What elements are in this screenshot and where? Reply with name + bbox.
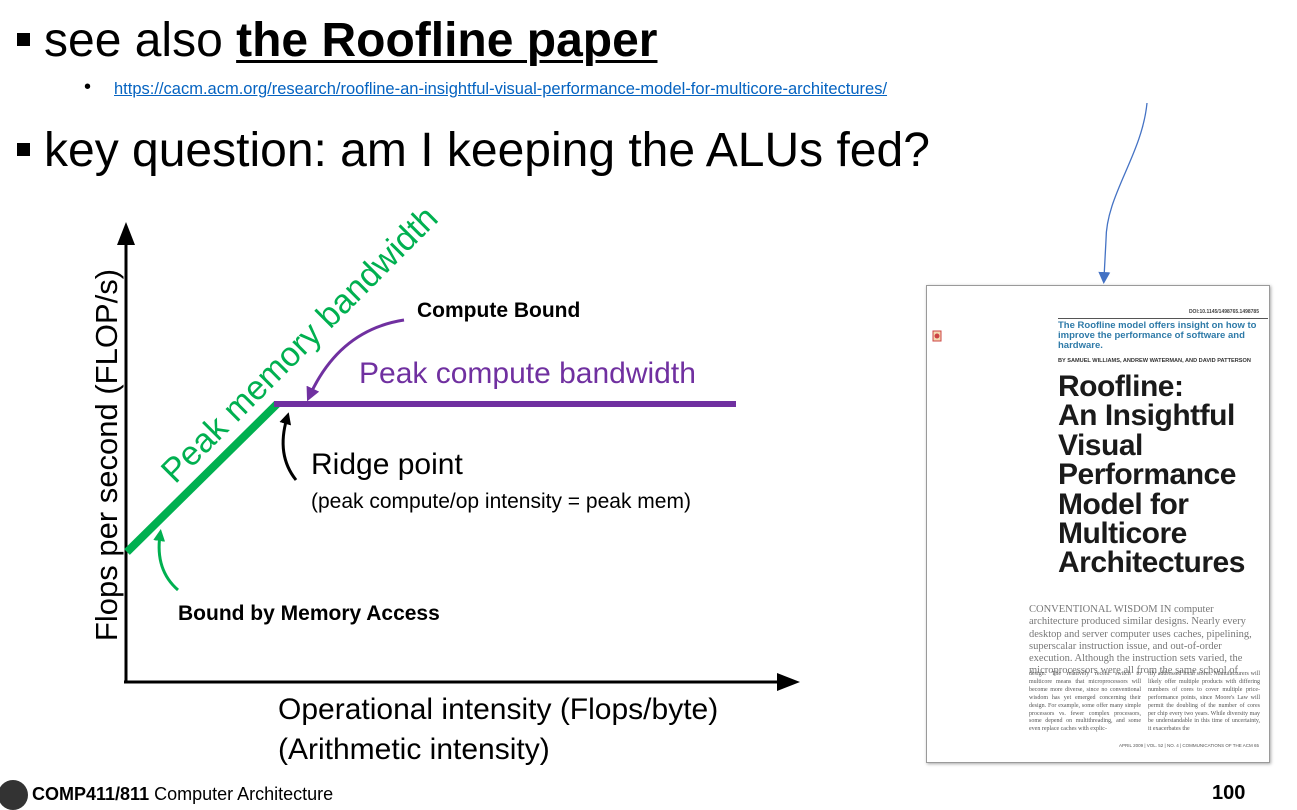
paper-thumbnail[interactable]: DOI:10.1145/1498765.1498785 The Roofline… [926, 285, 1270, 763]
paper-title-line: Performance [1058, 458, 1236, 492]
sub-bullet-dot: • [84, 76, 92, 98]
compute-bound-arrow [306, 318, 405, 402]
paper-title-line: Model for [1058, 487, 1189, 521]
memory-bandwidth-line [124, 401, 280, 555]
memory-bound-arrow [153, 529, 180, 592]
paper-title-line: Roofline: [1058, 370, 1184, 403]
x-axis-label-line2: (Arithmetic intensity) [278, 733, 550, 766]
paper-title-line: Visual [1058, 428, 1143, 462]
roofline-paper-link[interactable]: the Roofline paper [236, 14, 658, 67]
paper-abstract: CONVENTIONAL WISDOM IN computer architec… [1029, 604, 1252, 677]
paper-body-column-2: itly addressed local stores. Manufacture… [1148, 671, 1260, 733]
paper-title-line: Multicore [1058, 516, 1187, 550]
url-to-paper-arrow [1098, 102, 1148, 284]
paper-footer: APRIL 2009 | VOL. 52 | NO. 4 | COMMUNICA… [1119, 743, 1259, 748]
course-footer: COMP411/811 Computer Architecture [32, 784, 333, 805]
paper-authors: BY SAMUEL WILLIAMS, ANDREW WATERMAN, AND… [1058, 358, 1251, 364]
ridge-point-label: Ridge point [311, 448, 463, 481]
university-seal-icon [0, 780, 28, 810]
bullet-1 [17, 33, 30, 46]
memory-bound-label: Bound by Memory Access [178, 602, 440, 625]
course-code: COMP411/811 [32, 784, 150, 804]
paper-teaser: The Roofline model offers insight on how… [1058, 318, 1268, 351]
heading-see-also: see also the Roofline paper [44, 17, 657, 65]
ridge-point-arrow [279, 412, 298, 481]
course-title: Computer Architecture [149, 784, 334, 804]
compute-bound-label: Compute Bound [417, 299, 581, 322]
bullet-2 [17, 143, 30, 156]
heading-key-question: key question: am I keeping the ALUs fed? [44, 124, 930, 177]
paper-title: Roofline: An Insightful Visual Performan… [1058, 370, 1245, 580]
y-axis-label: Flops per second (FLOP/s) [89, 268, 124, 642]
paper-body-column-1: design. The relatively recent switch to … [1029, 671, 1141, 733]
acm-logo-icon [932, 330, 942, 342]
paper-title-line: An Insightful [1058, 399, 1235, 433]
heading-see-also-prefix: see also [44, 14, 237, 67]
paper-doi: DOI:10.1145/1498765.1498785 [1188, 309, 1259, 315]
paper-url-link[interactable]: https://cacm.acm.org/research/roofline-a… [114, 80, 888, 98]
x-axis-label-line1: Operational intensity (Flops/byte) [278, 693, 719, 726]
paper-title-line: Architectures [1058, 546, 1245, 580]
compute-bandwidth-label: Peak compute bandwidth [359, 357, 696, 390]
y-axis [117, 222, 135, 682]
x-axis [124, 673, 800, 691]
ridge-point-note: (peak compute/op intensity = peak mem) [311, 490, 691, 513]
